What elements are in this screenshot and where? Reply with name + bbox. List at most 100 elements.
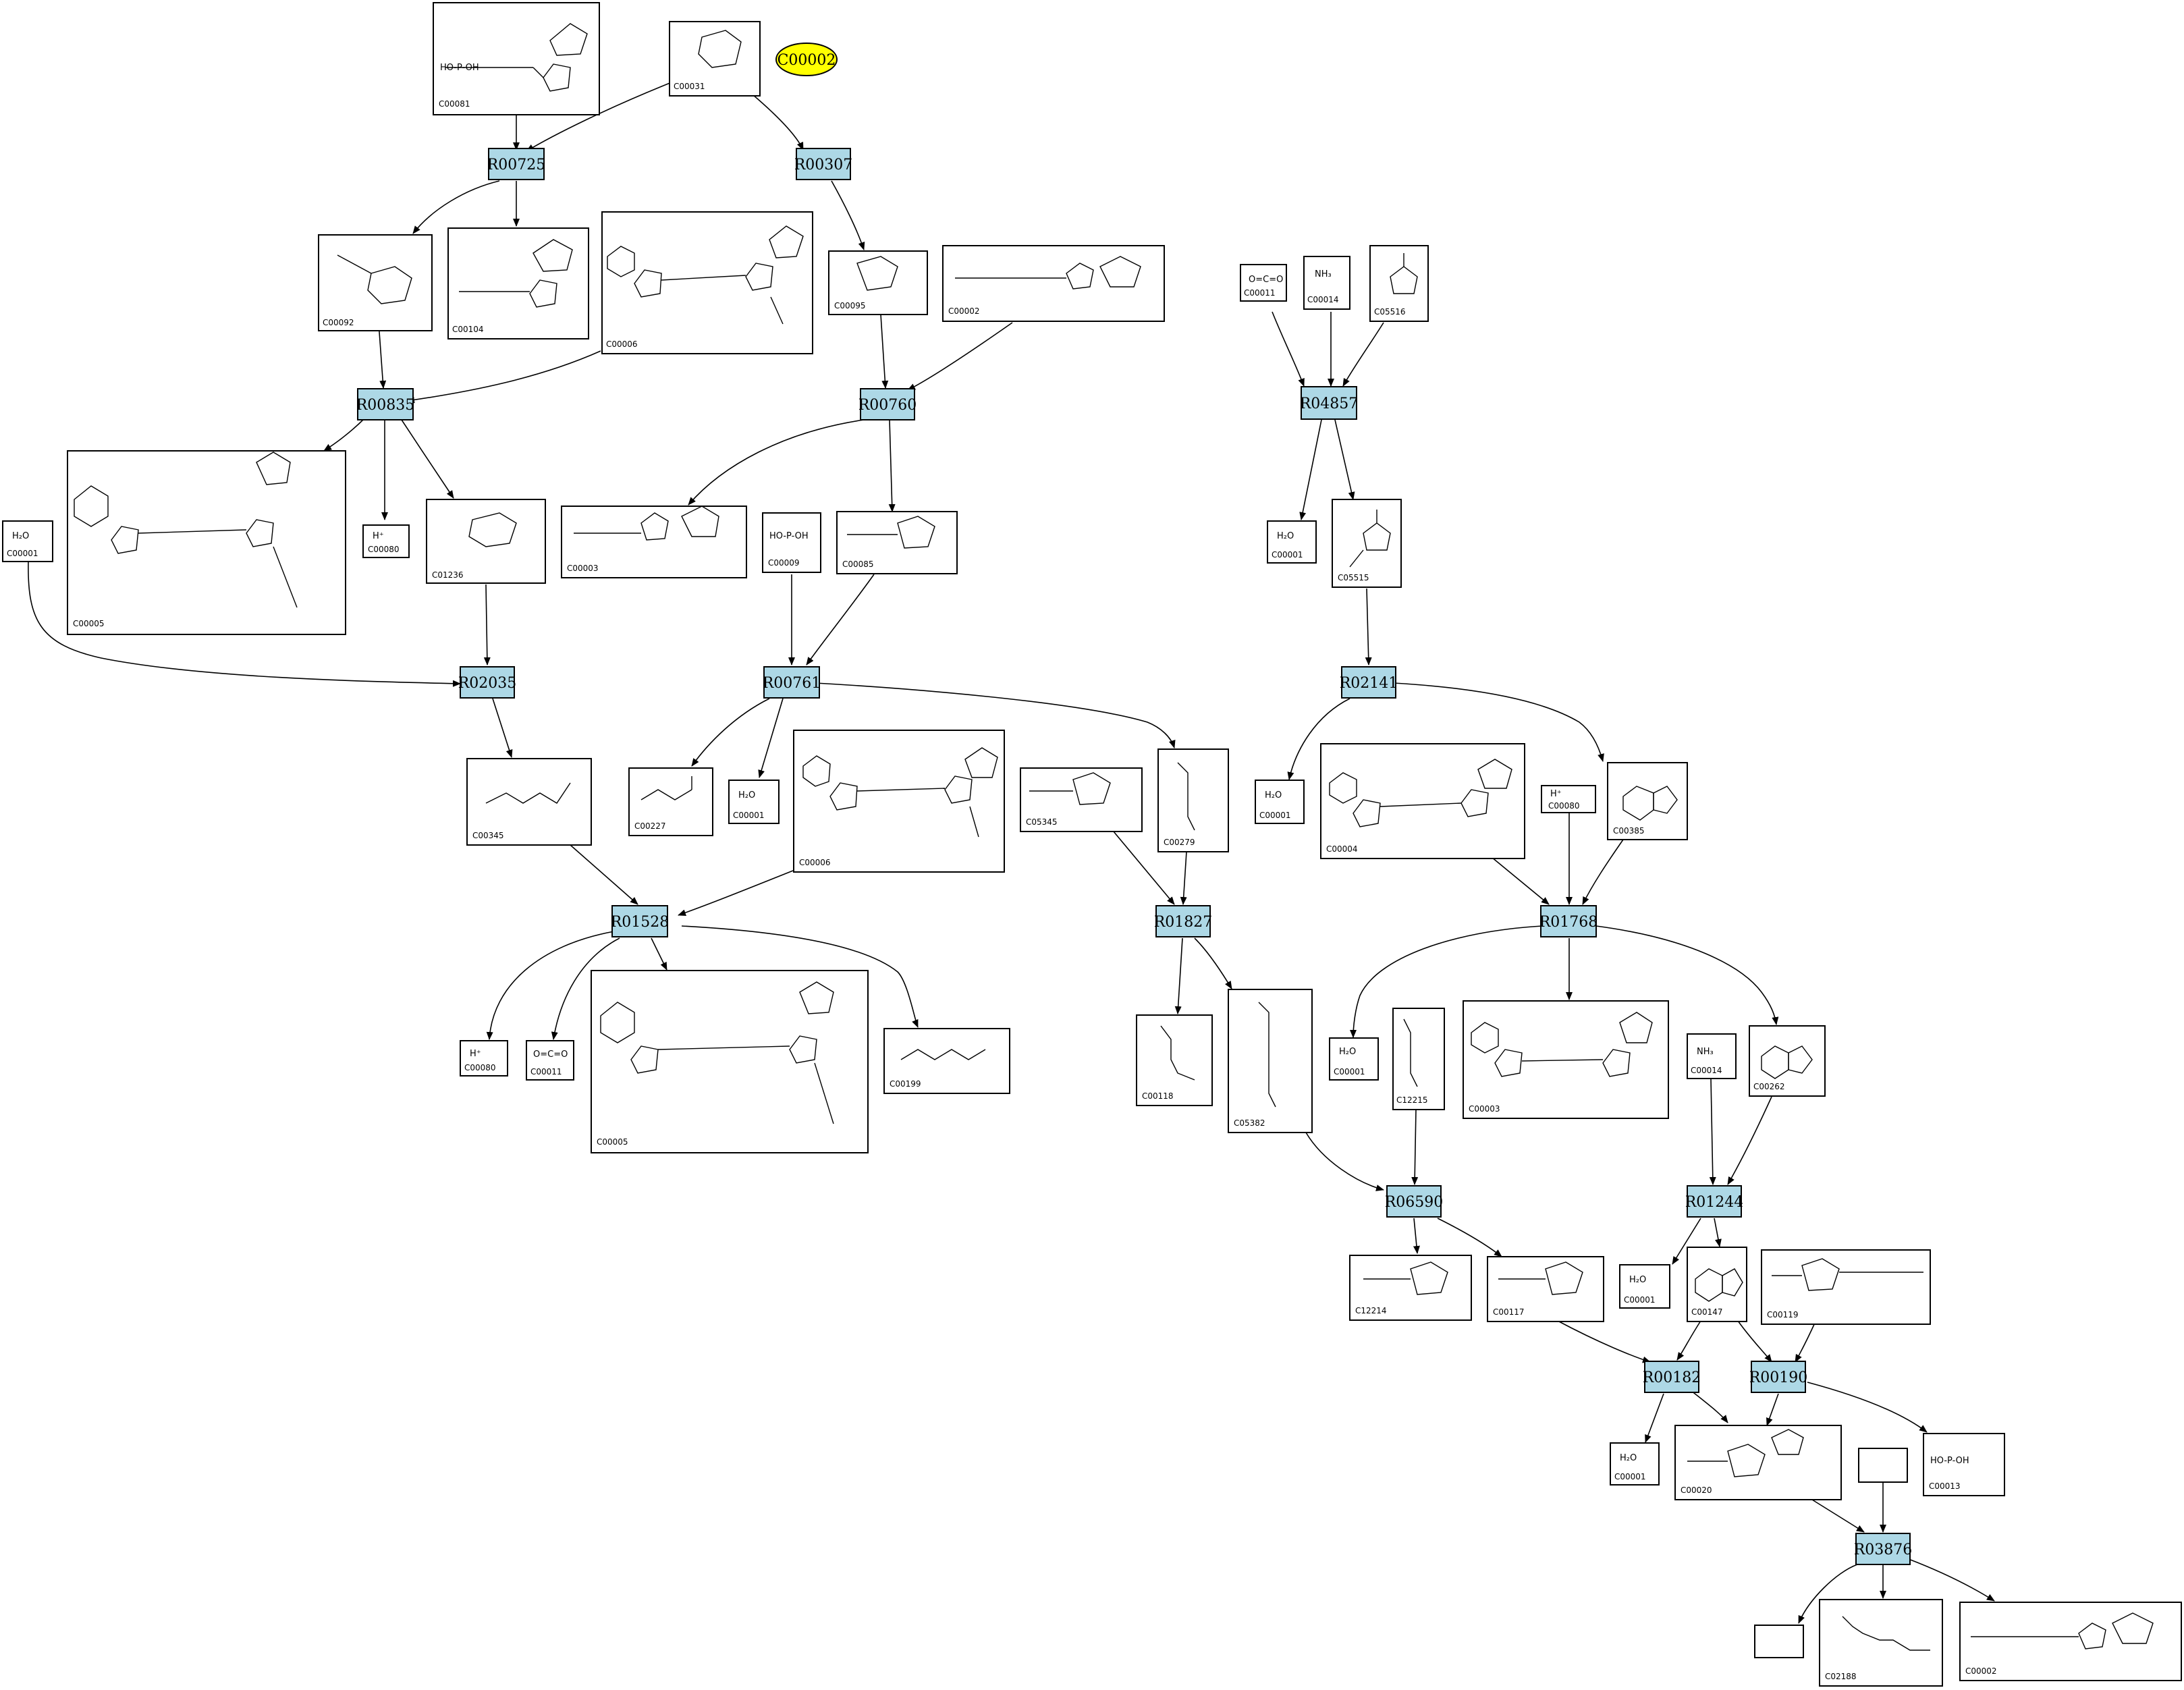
compound-node[interactable]: C00118: [1136, 1014, 1213, 1106]
edge: [1690, 1390, 1728, 1423]
compound-id: C00006: [799, 858, 831, 867]
compound-node[interactable]: H₂O C00001: [1610, 1442, 1660, 1485]
compound-node[interactable]: C05382: [1228, 989, 1313, 1133]
compound-node[interactable]: H₂O C00001: [2, 520, 53, 562]
compound-node[interactable]: C00117: [1487, 1256, 1604, 1322]
compound-node[interactable]: C00003: [1463, 1000, 1669, 1119]
reaction-node[interactable]: R00725: [487, 148, 546, 180]
compound-node[interactable]: C00002: [1959, 1602, 2182, 1681]
compound-node[interactable]: NH₃ C00014: [1687, 1033, 1737, 1079]
structure-drawing: [74, 452, 298, 608]
reaction-node[interactable]: R00761: [763, 666, 821, 699]
compound-ellipse-node[interactable]: C00002: [775, 43, 838, 76]
compound-node[interactable]: H⁺ C00080: [362, 524, 410, 558]
reaction-node[interactable]: R01528: [611, 905, 670, 937]
compound-node[interactable]: C00005: [591, 970, 869, 1153]
compound-node[interactable]: O=C=O C00011: [526, 1040, 574, 1081]
compound-node[interactable]: C01236: [426, 499, 546, 584]
compound-node[interactable]: NH₃ C00014: [1303, 256, 1350, 310]
edge: [1727, 1096, 1772, 1185]
compound-node[interactable]: C00002: [942, 245, 1165, 322]
compound-node[interactable]: H₂O C00001: [1329, 1037, 1379, 1081]
compound-node[interactable]: C00119: [1761, 1249, 1931, 1325]
edge: [1709, 1078, 1716, 1185]
compound-id: C00011: [530, 1067, 562, 1076]
structure-drawing: [1761, 1045, 1813, 1079]
reaction-node[interactable]: R01827: [1154, 905, 1213, 937]
structure-drawing: [1772, 1258, 1923, 1291]
compound-node[interactable]: C05345: [1020, 767, 1143, 832]
compound-node[interactable]: C00147: [1687, 1247, 1747, 1322]
compound-node[interactable]: C00020: [1674, 1425, 1842, 1500]
reaction-node[interactable]: R01768: [1539, 905, 1598, 937]
compound-node[interactable]: C00262: [1749, 1025, 1826, 1097]
reaction-node[interactable]: R02141: [1340, 666, 1398, 699]
compound-id: C00002: [948, 306, 980, 316]
reaction-node[interactable]: R03876: [1854, 1533, 1913, 1565]
structure-text: O=C=O: [1249, 275, 1283, 285]
compound-node[interactable]: C00005: [67, 450, 346, 635]
reaction-node[interactable]: R01244: [1685, 1185, 1744, 1218]
compound-node[interactable]: C00004: [1320, 743, 1525, 859]
structure-drawing: [1498, 1261, 1583, 1295]
structure-drawing: [1258, 1002, 1276, 1108]
compound-node[interactable]: H₂O C00001: [1267, 520, 1317, 564]
reaction-label: R00760: [858, 397, 917, 414]
reaction-node[interactable]: R00190: [1749, 1361, 1808, 1393]
reaction-node[interactable]: R02035: [458, 666, 517, 699]
structure-drawing: [600, 981, 834, 1124]
compound-node[interactable]: HO-P-OH C00009: [762, 512, 821, 573]
compound-node[interactable]: HO-P-OH C00013: [1923, 1433, 2005, 1496]
compound-node[interactable]: C00085: [836, 511, 958, 574]
compound-node[interactable]: H⁺ C00080: [460, 1040, 508, 1076]
edge: [1795, 1321, 1816, 1363]
compound-node[interactable]: C12214: [1349, 1255, 1472, 1321]
compound-node[interactable]: C05516: [1369, 245, 1429, 322]
compound-node[interactable]: C00104: [447, 227, 589, 339]
edge: [1350, 925, 1543, 1038]
compound-node[interactable]: O=C=O C00011: [1240, 264, 1287, 302]
compound-node[interactable]: C00006: [793, 730, 1005, 873]
compound-node-blank[interactable]: [1858, 1448, 1908, 1483]
structure-drawing: [698, 30, 742, 68]
reaction-node[interactable]: R00760: [858, 388, 917, 420]
reaction-node[interactable]: R00182: [1643, 1361, 1701, 1393]
compound-node-blank[interactable]: [1754, 1625, 1804, 1658]
structure-drawing: [955, 256, 1141, 290]
structure-drawing: [640, 776, 692, 800]
structure-drawing: [445, 23, 588, 92]
reaction-node[interactable]: R00307: [794, 148, 853, 180]
structure-drawing: [1329, 759, 1512, 827]
reaction-node[interactable]: R00835: [356, 388, 415, 420]
edge: [401, 419, 454, 499]
compound-node[interactable]: C00006: [601, 211, 813, 354]
compound-node[interactable]: C00003: [561, 506, 747, 578]
compound-node[interactable]: H₂O C00001: [728, 780, 780, 824]
reaction-node[interactable]: R04857: [1300, 386, 1359, 420]
edge: [888, 419, 896, 512]
compound-id: C00092: [323, 318, 354, 327]
compound-node[interactable]: C00092: [318, 234, 433, 331]
compound-node[interactable]: C02188: [1819, 1599, 1943, 1687]
reaction-label: R06590: [1385, 1194, 1444, 1211]
reaction-node[interactable]: R06590: [1385, 1185, 1444, 1218]
edge: [1413, 1218, 1420, 1254]
compound-node[interactable]: C00031: [669, 21, 761, 97]
compound-node[interactable]: HO-P-OH C00081: [433, 2, 600, 115]
compound-node[interactable]: C05515: [1332, 499, 1402, 588]
compound-node[interactable]: H₂O C00001: [1255, 780, 1305, 824]
compound-node[interactable]: C00095: [828, 250, 928, 315]
compound-node[interactable]: C00199: [883, 1028, 1010, 1094]
compound-node[interactable]: C12215: [1392, 1008, 1445, 1110]
edge: [1582, 839, 1624, 905]
compound-id: C00011: [1244, 288, 1276, 298]
compound-id: C00227: [634, 821, 666, 831]
compound-node[interactable]: C00345: [466, 758, 592, 846]
compound-id: C05382: [1234, 1118, 1265, 1128]
compound-node[interactable]: C00279: [1157, 748, 1229, 852]
compound-id: C00080: [1548, 801, 1580, 811]
compound-node[interactable]: C00227: [628, 767, 713, 836]
compound-node[interactable]: C00385: [1607, 762, 1688, 840]
compound-node[interactable]: H⁺ C00080: [1541, 785, 1596, 813]
compound-node[interactable]: H₂O C00001: [1619, 1264, 1670, 1309]
